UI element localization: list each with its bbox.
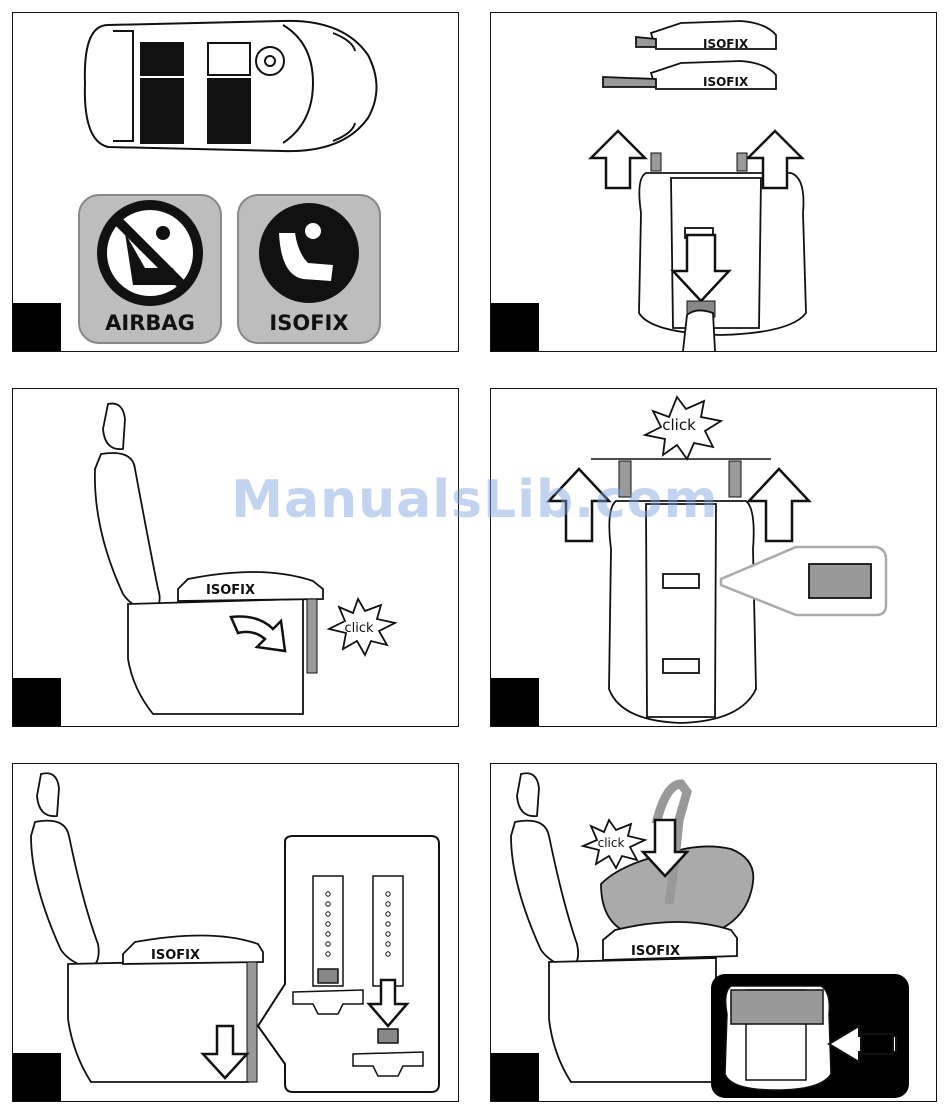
isofix-brand: ISOFIX <box>151 948 200 963</box>
panel-step-6: click ISOFIX <box>490 763 937 1102</box>
arrow-up-right-icon <box>749 469 809 541</box>
panel-step-2: ISOFIX ISOFIX <box>490 12 937 352</box>
step-number-box <box>491 1053 539 1101</box>
arrow-up-left-icon <box>591 131 645 188</box>
isofix-label: ISOFIX <box>269 311 348 335</box>
step-number-box <box>491 303 539 351</box>
step-number-box <box>491 678 539 726</box>
step-number-box <box>13 303 61 351</box>
hand-icon <box>683 310 715 351</box>
support-leg-adjust-view: ISOFIX <box>13 764 458 1101</box>
isofix-brand: ISOFIX <box>206 583 255 598</box>
isofix-base-lock-view: click <box>491 389 936 726</box>
step-number-box <box>13 1053 61 1101</box>
click-label: click <box>662 416 696 434</box>
panel-step-1: AIRBAG ISOFIX <box>12 12 459 352</box>
click-label: click <box>344 621 374 636</box>
step-number-box <box>13 678 61 726</box>
carrier-mount-view: click ISOFIX <box>491 764 936 1101</box>
isofix-base-top-view: ISOFIX ISOFIX <box>491 13 936 351</box>
isofix-brand-top: ISOFIX <box>703 37 749 51</box>
seat-side-view-installation: ISOFIX click <box>13 389 458 726</box>
panel-step-4: click <box>490 388 937 727</box>
panel-step-3: ISOFIX click <box>12 388 459 727</box>
arrow-up-left-icon <box>549 469 609 541</box>
car-top-view-illustration: AIRBAG ISOFIX <box>13 13 458 351</box>
isofix-brand: ISOFIX <box>631 944 680 959</box>
isofix-brand-bottom: ISOFIX <box>703 75 749 89</box>
airbag-label: AIRBAG <box>105 311 195 335</box>
click-label: click <box>598 836 625 850</box>
panel-step-5: ISOFIX <box>12 763 459 1102</box>
